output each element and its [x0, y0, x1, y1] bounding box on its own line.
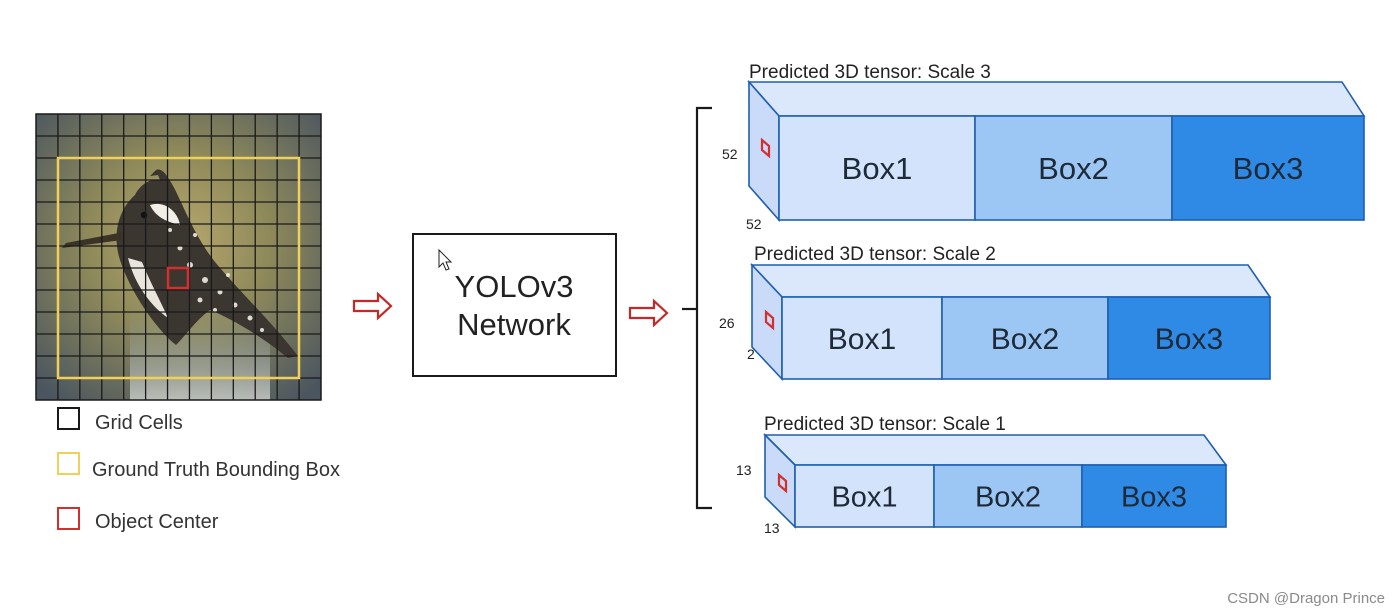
anchor-box-label: Box3: [1121, 481, 1187, 513]
yolov3-network-box: YOLOv3 Network: [412, 233, 617, 377]
grid-cells-overlay: [35, 113, 322, 401]
tensor-dim-label: 52: [722, 146, 738, 162]
anchor-box-2: [933, 464, 1083, 528]
anchor-box-3: [1107, 296, 1271, 380]
legend: Grid Cells Ground Truth Bounding Box Obj…: [57, 407, 340, 533]
tensor-dim-label: 13: [764, 520, 780, 536]
output-bracket: [682, 106, 712, 510]
tensor-dim-label: 52: [746, 216, 762, 232]
anchor-box-label: Box3: [1155, 323, 1223, 356]
legend-ground-truth-swatch: [57, 452, 80, 475]
anchor-box-3: [1171, 115, 1365, 221]
kingfisher-image: [62, 169, 298, 358]
object-cell-marker: [777, 472, 788, 494]
arrow-right-icon: [352, 291, 393, 321]
anchor-box-2: [941, 296, 1109, 380]
arrow-right-icon: [628, 298, 669, 328]
legend-ground-truth-label: Ground Truth Bounding Box: [92, 459, 340, 481]
tensor-scale-1: Box1 Box2 Box3 Predicted 3D tensor: Scale 1…: [736, 414, 1228, 536]
watermark-text: CSDN @Dragon Prince: [1227, 590, 1385, 607]
object-cell-marker: [760, 137, 771, 159]
anchor-box-label: Box2: [991, 323, 1059, 356]
network-title-line1: YOLOv3: [455, 269, 574, 304]
anchor-box-label: Box2: [975, 481, 1041, 513]
tensor-title: Predicted 3D tensor: Scale 1: [764, 414, 1006, 435]
anchor-box-label: Box1: [831, 481, 897, 513]
anchor-box-label: Box2: [1038, 151, 1109, 186]
network-title-line2: Network: [457, 307, 571, 342]
object-cell-marker: [764, 309, 775, 331]
tensor-dim-label: 26: [719, 315, 735, 331]
anchor-box-label: Box3: [1233, 151, 1304, 186]
bird-photo: [35, 113, 322, 401]
tensor-top-face: [750, 264, 1272, 298]
tensor-top-face: [747, 81, 1366, 117]
legend-grid-cells-swatch: [57, 407, 80, 430]
anchor-box-3: [1081, 464, 1227, 528]
tensor-scale-2: Box1 Box2 Box3 Predicted 3D tensor: Scale 2…: [719, 244, 1272, 382]
anchor-box-label: Box1: [842, 151, 913, 186]
legend-object-center-label: Object Center: [95, 511, 219, 533]
legend-grid-cells-label: Grid Cells: [95, 412, 183, 434]
grid-border: [35, 113, 322, 401]
tensor-scale-3: Box1 Box2 Box3 Predicted 3D tensor: Scale 3…: [722, 62, 1366, 232]
mouse-cursor-icon: [438, 248, 453, 271]
anchor-box-1: [778, 115, 976, 221]
anchor-box-1: [794, 464, 935, 528]
legend-object-center-swatch: [57, 507, 80, 530]
object-center-cell: [166, 266, 190, 290]
tensor-dim-label: 2: [747, 346, 755, 362]
tensor-title: Predicted 3D tensor: Scale 3: [749, 62, 991, 83]
anchor-box-1: [781, 296, 943, 380]
ground-truth-bounding-box: [56, 156, 301, 380]
tensor-title: Predicted 3D tensor: Scale 2: [754, 244, 996, 265]
anchor-box-label: Box1: [828, 323, 896, 356]
tensor-top-face: [763, 434, 1228, 466]
anchor-box-2: [974, 115, 1173, 221]
tensor-dim-label: 13: [736, 462, 752, 478]
